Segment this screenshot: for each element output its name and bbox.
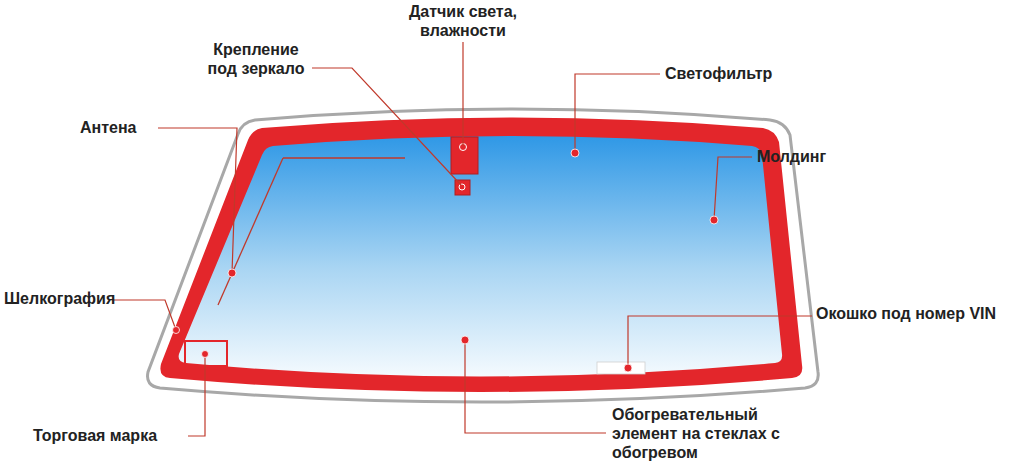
vin-window	[597, 362, 645, 374]
leader-lines	[112, 42, 812, 436]
part-label: Датчик света, влажности	[398, 2, 528, 40]
trademark-box	[185, 341, 227, 366]
sensor-block	[451, 137, 478, 174]
mirror-dot	[459, 184, 465, 190]
part-label: Молдинг	[757, 147, 826, 166]
part-label: Крепление под зеркало	[200, 40, 312, 78]
part-label: Торговая марка	[33, 426, 157, 445]
leader-dots	[173, 149, 719, 372]
part-label: Шелкография	[4, 289, 115, 308]
part-label: Светофильтр	[665, 64, 772, 83]
antenna-wire	[218, 158, 405, 305]
silkscreen-band	[160, 118, 802, 393]
glass-area	[179, 136, 782, 377]
part-label: Обогревательный элемент на стеклах с обо…	[612, 405, 792, 462]
molding-outline	[148, 109, 819, 402]
part-label: Окошко под номер VIN	[816, 304, 996, 323]
part-label: Антена	[80, 118, 137, 137]
mirror-mount	[455, 180, 470, 195]
